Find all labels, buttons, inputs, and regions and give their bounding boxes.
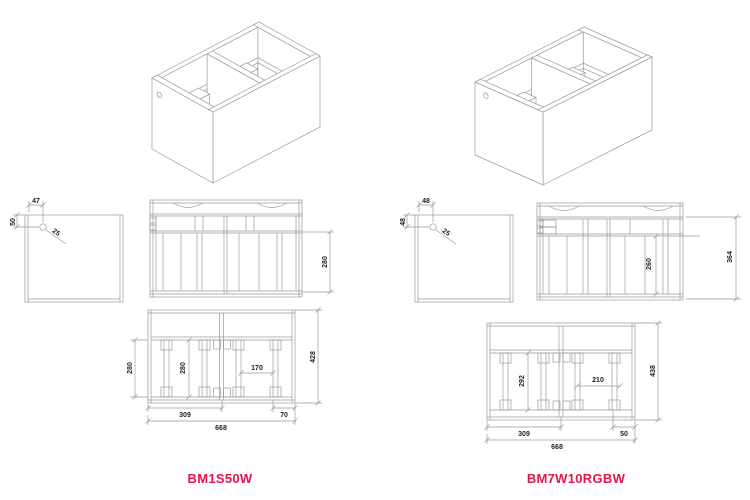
dimension-label: 428 <box>310 351 317 363</box>
dimension-label: 50 <box>10 218 17 226</box>
dimension-label: 70 <box>280 412 288 419</box>
plan-view-left: 280 280 170 428 309 668 70 <box>127 307 322 432</box>
dimension-label: 280 <box>127 362 134 374</box>
dimension-label: 292 <box>519 375 526 387</box>
plan-view-right: 292 210 438 309 50 668 <box>484 320 662 451</box>
dimension-label: 48 <box>422 198 430 205</box>
dimension-label: 438 <box>650 365 657 377</box>
dimension-label: 260 <box>646 258 653 270</box>
side-view-left: 47 50 25 <box>10 198 124 303</box>
orthographic-views: 47 50 25 48 48 25 280 260 364 280 280 170 428 309 668 7… <box>10 198 741 451</box>
front-view-left: 280 <box>149 199 334 298</box>
side-view-right: 48 48 25 <box>400 198 514 303</box>
hole-marker-icon <box>39 223 47 231</box>
dimension-label: 50 <box>620 431 628 438</box>
dimension-label: 668 <box>551 444 563 451</box>
dimension-label: 48 <box>400 218 407 226</box>
dimension-label: 309 <box>179 412 191 419</box>
dimension-label: 280 <box>180 362 187 374</box>
dimension-label: 364 <box>727 251 734 263</box>
mounting-hole-icon <box>156 91 162 98</box>
dimension-label: 309 <box>518 431 530 438</box>
dimension-label: 210 <box>592 377 604 384</box>
mounting-hole-icon <box>483 92 489 99</box>
isometric-view-left-product <box>151 21 321 184</box>
dimension-label: 280 <box>322 256 329 268</box>
dimension-label: 170 <box>251 365 263 372</box>
isometric-view-right-product <box>474 26 653 186</box>
dimension-label: 25 <box>441 228 451 238</box>
dimension-label: 47 <box>32 198 40 205</box>
front-view-right: 260 364 <box>536 202 741 302</box>
hole-marker-icon <box>429 223 437 231</box>
dimension-label: 25 <box>51 228 61 238</box>
product-code-left: BM1S50W <box>188 471 253 486</box>
dimension-label: 668 <box>215 425 227 432</box>
product-code-right: BM7W10RGBW <box>527 471 626 486</box>
